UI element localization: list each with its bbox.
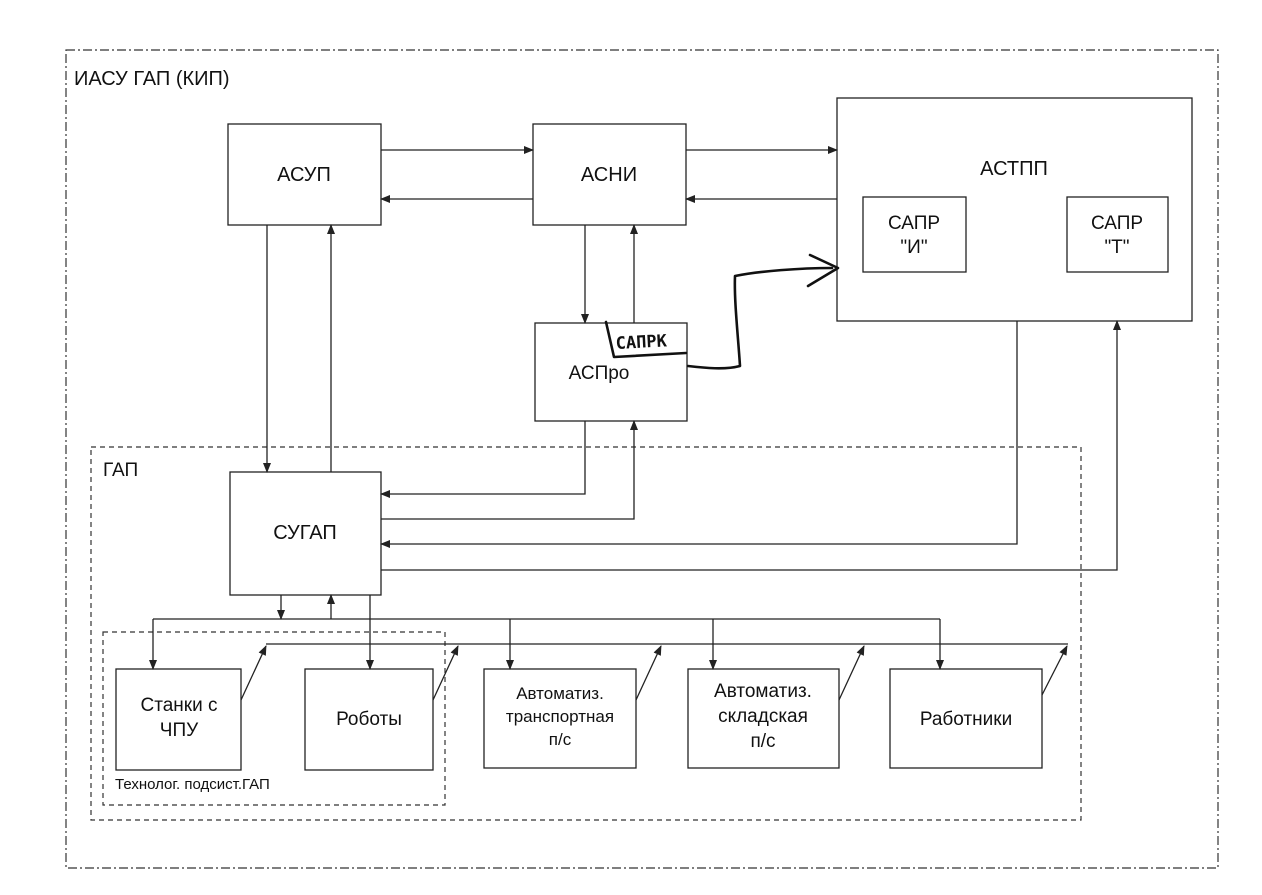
asup-block: АСУП bbox=[227, 123, 382, 226]
handwritten-sapr-k-annotation: САПРК bbox=[604, 253, 840, 370]
sapr-i-label-line1: САПР bbox=[888, 213, 940, 234]
iasu-gap-frame bbox=[65, 49, 1219, 869]
handwritten-bracket bbox=[604, 320, 688, 359]
feedback-from-transport bbox=[635, 645, 662, 701]
arrow-astpp-to-sugap bbox=[380, 321, 1018, 548]
handwritten-arrow-line bbox=[686, 266, 834, 370]
arrow-sugap-to-astpp bbox=[381, 320, 1121, 571]
tech-subsystem-frame-label: Технолог. подсист.ГАП bbox=[115, 776, 270, 793]
roboty-label: Роботы bbox=[336, 709, 402, 730]
arrow-aspro-to-sugap bbox=[380, 421, 586, 498]
sklad-label-line1: Автоматиз. bbox=[714, 681, 812, 702]
tech-subsystem-frame bbox=[102, 631, 446, 806]
rabotniki-label: Работники bbox=[920, 709, 1012, 730]
stanki-label-line2: ЧПУ bbox=[160, 720, 199, 741]
asni-block: АСНИ bbox=[532, 123, 687, 226]
sugap-block: СУГАП bbox=[229, 471, 382, 596]
sklad-label-line2: складская bbox=[718, 706, 808, 727]
aspro-block: АСПро bbox=[534, 322, 688, 422]
gap-frame-label: ГАП bbox=[103, 460, 138, 481]
aspro-label: АСПро bbox=[569, 363, 630, 384]
feedback-from-roboty bbox=[432, 645, 459, 701]
rabotniki-block: Работники bbox=[889, 668, 1043, 769]
gap-frame bbox=[90, 446, 1082, 821]
transport-label-line2: транспортная bbox=[506, 707, 614, 726]
roboty-block: Роботы bbox=[304, 668, 434, 771]
sapr-t-label-line2: "Т" bbox=[1104, 237, 1129, 258]
transport-label-line3: п/с bbox=[549, 730, 572, 749]
feedback-from-stanki bbox=[240, 645, 267, 701]
handwritten-arrow-head bbox=[806, 253, 840, 288]
stanki-label-line1: Станки с bbox=[141, 695, 218, 716]
sapr-i-block: САПР "И" bbox=[862, 196, 967, 273]
arrow-sugap-to-aspro bbox=[381, 420, 638, 520]
asni-label: АСНИ bbox=[581, 164, 637, 186]
transport-label-line1: Автоматиз. bbox=[516, 684, 604, 703]
sapr-t-label-line1: САПР bbox=[1091, 213, 1143, 234]
stanki-block: Станки с ЧПУ bbox=[115, 668, 242, 771]
astpp-label: АСТПП bbox=[980, 158, 1048, 180]
feedback-from-rabotniki bbox=[1041, 645, 1068, 696]
sklad-label-line3: п/с bbox=[750, 731, 775, 752]
iasu-gap-frame-label: ИАСУ ГАП (КИП) bbox=[74, 68, 230, 90]
sapr-i-label-line2: "И" bbox=[900, 237, 927, 258]
transport-block: Автоматиз. транспортная п/с bbox=[483, 668, 637, 769]
feedback-from-sklad bbox=[838, 645, 865, 701]
handwritten-sapr-k-label: САПРК bbox=[615, 331, 668, 354]
sapr-t-block: САПР "Т" bbox=[1066, 196, 1169, 273]
sugap-label: СУГАП bbox=[273, 522, 336, 544]
sklad-block: Автоматиз. складская п/с bbox=[687, 668, 840, 769]
asup-label: АСУП bbox=[277, 164, 331, 186]
